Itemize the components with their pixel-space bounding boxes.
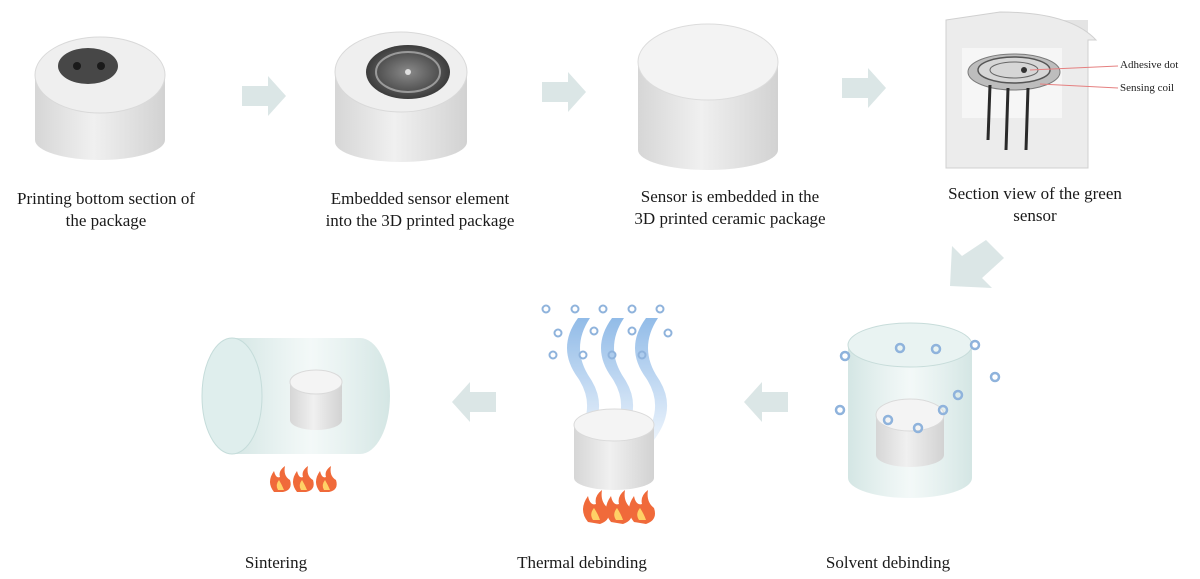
thermal-debinding-icon: [541, 304, 673, 524]
arrow-right-1: [242, 76, 286, 116]
arrow-right-3: [842, 68, 886, 108]
adhesive-dot-label: Adhesive dot: [1120, 59, 1179, 71]
step-caption-printing-bottom: Printing bottom section of the package: [16, 189, 196, 230]
step-caption-embedded-sensor: Embedded sensor element into the 3D prin…: [325, 189, 515, 230]
arrow-right-2: [542, 72, 586, 112]
step-caption-sintering: Sintering: [244, 553, 308, 572]
printed-bottom-section-icon: [34, 36, 166, 160]
embedded-sensor-icon: [334, 31, 468, 162]
step-caption-sealed-package: Sensor is embedded in the 3D printed cer…: [634, 187, 826, 228]
step-caption-section-view: Section view of the green sensor: [948, 184, 1122, 225]
arrow-down-left: [950, 240, 1004, 288]
solvent-debinding-icon: [834, 322, 1001, 498]
sealed-ceramic-package-icon: [637, 23, 779, 170]
sensing-coil-label: Sensing coil: [1120, 82, 1175, 94]
arrow-left-1: [744, 382, 788, 422]
section-view-icon: [945, 11, 1119, 169]
flame-icon: [270, 466, 337, 492]
sintering-furnace-icon: [201, 337, 390, 492]
step-caption-thermal-debinding: Thermal debinding: [517, 553, 647, 572]
arrow-left-2: [452, 382, 496, 422]
step-caption-solvent-debinding: Solvent debinding: [825, 553, 951, 572]
vapor-bubbles: [541, 304, 673, 360]
solvent-bubbles: [834, 339, 1001, 434]
flame-icon: [583, 490, 655, 524]
